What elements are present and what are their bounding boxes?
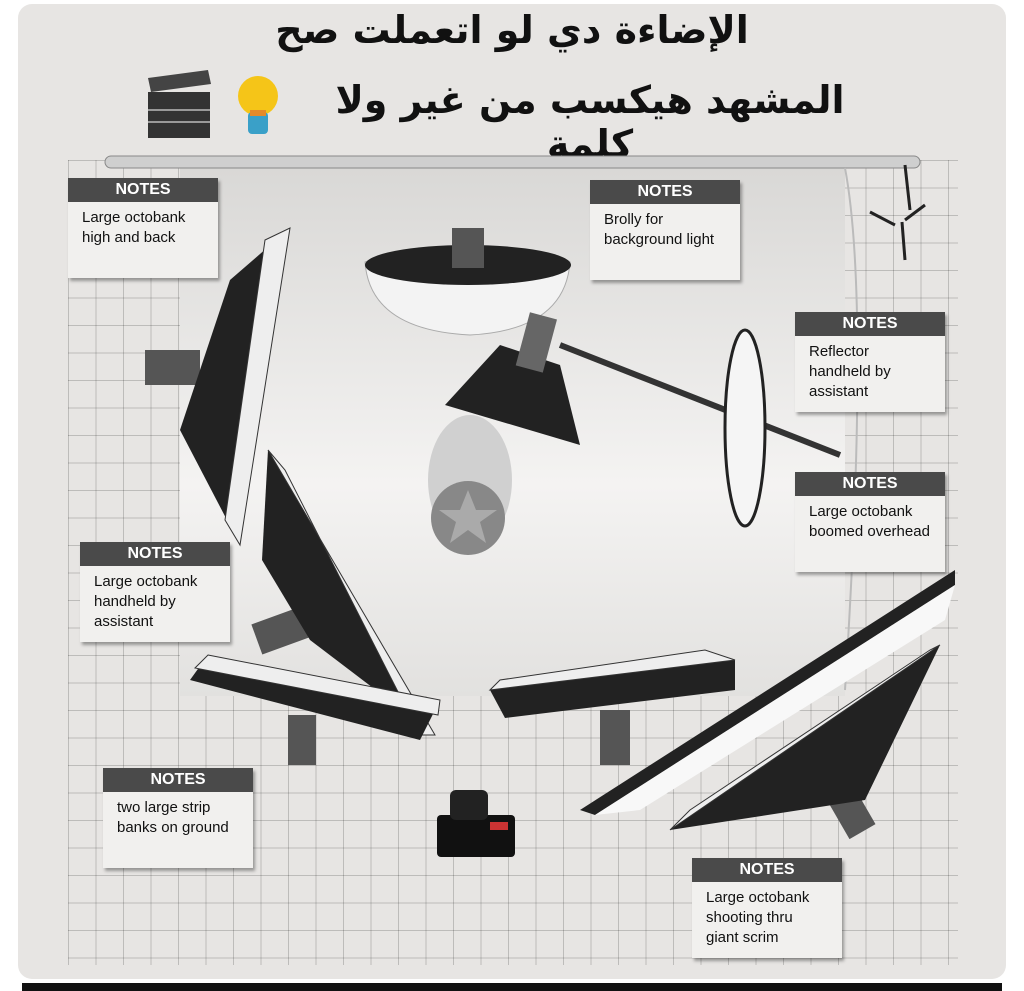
clapperboard-icon	[148, 70, 211, 138]
giant-scrim	[580, 570, 955, 815]
note-header: NOTES	[80, 542, 230, 566]
octobank-through-scrim	[669, 644, 941, 840]
strip-bank-right	[488, 649, 736, 765]
bottom-border	[22, 983, 1002, 991]
note-octobank-high-back: NOTES Large octobank high and back	[68, 178, 218, 278]
header-icons	[148, 70, 278, 138]
note-header: NOTES	[795, 472, 945, 496]
note-header: NOTES	[103, 768, 253, 792]
note-octobank-boomed: NOTES Large octobank boomed overhead	[795, 472, 945, 572]
subject-star	[428, 415, 512, 555]
note-header: NOTES	[590, 180, 740, 204]
lightbulb-icon	[238, 76, 278, 134]
note-brolly: NOTES Brolly for background light	[590, 180, 740, 280]
octobank-handheld	[251, 449, 436, 736]
note-octobank-scrim: NOTES Large octobank shooting thru giant…	[692, 858, 842, 958]
reflector	[723, 328, 767, 528]
note-text: two large strip banks on ground	[117, 799, 229, 836]
note-text: Large octobank boomed overhead	[809, 503, 930, 540]
note-text: Large octobank shooting thru giant scrim	[706, 889, 810, 946]
note-text: Large octobank handheld by assistant	[94, 573, 198, 630]
title-line-1: الإضاءة دي لو اتعملت صح	[275, 8, 749, 52]
backdrop-roll	[104, 155, 926, 691]
strip-bank-left	[190, 654, 441, 765]
note-header: NOTES	[68, 178, 218, 202]
octobank-high-and-back	[145, 227, 291, 547]
note-strip-banks: NOTES two large strip banks on ground	[103, 768, 253, 868]
note-header: NOTES	[795, 312, 945, 336]
camera-icon	[437, 790, 515, 857]
note-header: NOTES	[692, 858, 842, 882]
note-text: Reflector handheld by assistant	[809, 343, 891, 400]
note-text: Brolly for background light	[604, 211, 715, 248]
note-octobank-handheld: NOTES Large octobank handheld by assista…	[80, 542, 230, 642]
octobank-boomed-overhead	[445, 312, 842, 458]
brolly-light	[364, 228, 571, 336]
note-reflector: NOTES Reflector handheld by assistant	[795, 312, 945, 412]
note-text: Large octobank high and back	[82, 209, 186, 246]
